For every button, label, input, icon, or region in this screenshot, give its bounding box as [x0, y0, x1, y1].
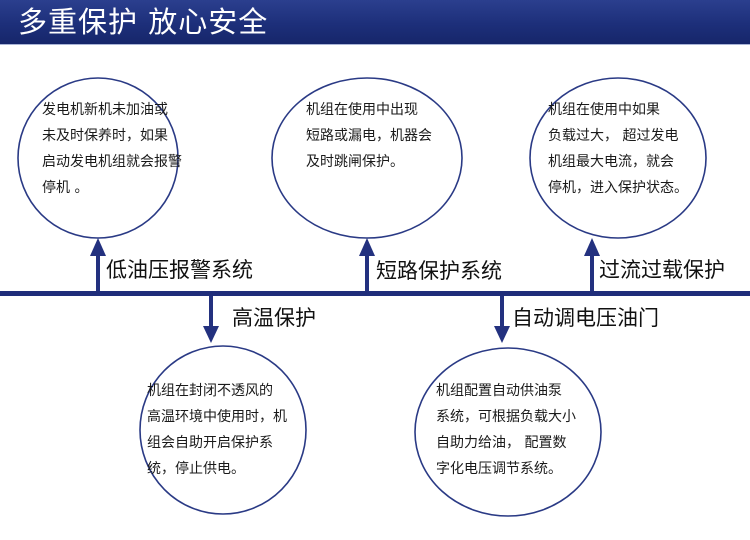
arrow-auto-throttle-head	[494, 326, 510, 343]
circle-auto-throttle	[414, 347, 602, 517]
arrow-short-circuit-head	[359, 238, 375, 256]
short-circuit-label: 短路保护系统	[376, 259, 502, 283]
short-circuit-description: 机组在使用中出现 短路或漏电，机器会 及时跳闸保护。	[306, 102, 432, 170]
circle-high-temp	[139, 345, 307, 515]
auto-throttle-description: 机组配置自动供油泵 系统，可根据负载大小 自助力给油， 配置数 字化电压调节系统…	[436, 383, 576, 477]
arrow-low-oil-head	[90, 238, 106, 256]
arrow-overload-head	[584, 238, 600, 256]
low-oil-label: 低油压报警系统	[106, 258, 253, 282]
header-bar: 多重保护 放心安全	[0, 0, 750, 45]
timeline-line	[0, 291, 750, 296]
arrow-high-temp-head	[203, 326, 219, 343]
circle-overload	[529, 77, 707, 239]
low-oil-description: 发电机新机未加油或 未及时保养时，如果 启动发电机组就会报警 停机 。	[42, 102, 182, 196]
high-temp-description: 机组在封闭不透风的 高温环境中使用时，机 组会自助开启保护系 统，停止供电。	[147, 383, 287, 477]
auto-throttle-label: 自动调电压油门	[512, 306, 659, 330]
page-title: 多重保护 放心安全	[18, 5, 269, 39]
overload-label: 过流过载保护	[599, 258, 725, 282]
overload-description: 机组在使用中如果 负载过大， 超过发电 机组最大电流，就会 停机，进入保护状态。	[548, 102, 688, 196]
high-temp-label: 高温保护	[232, 306, 316, 330]
